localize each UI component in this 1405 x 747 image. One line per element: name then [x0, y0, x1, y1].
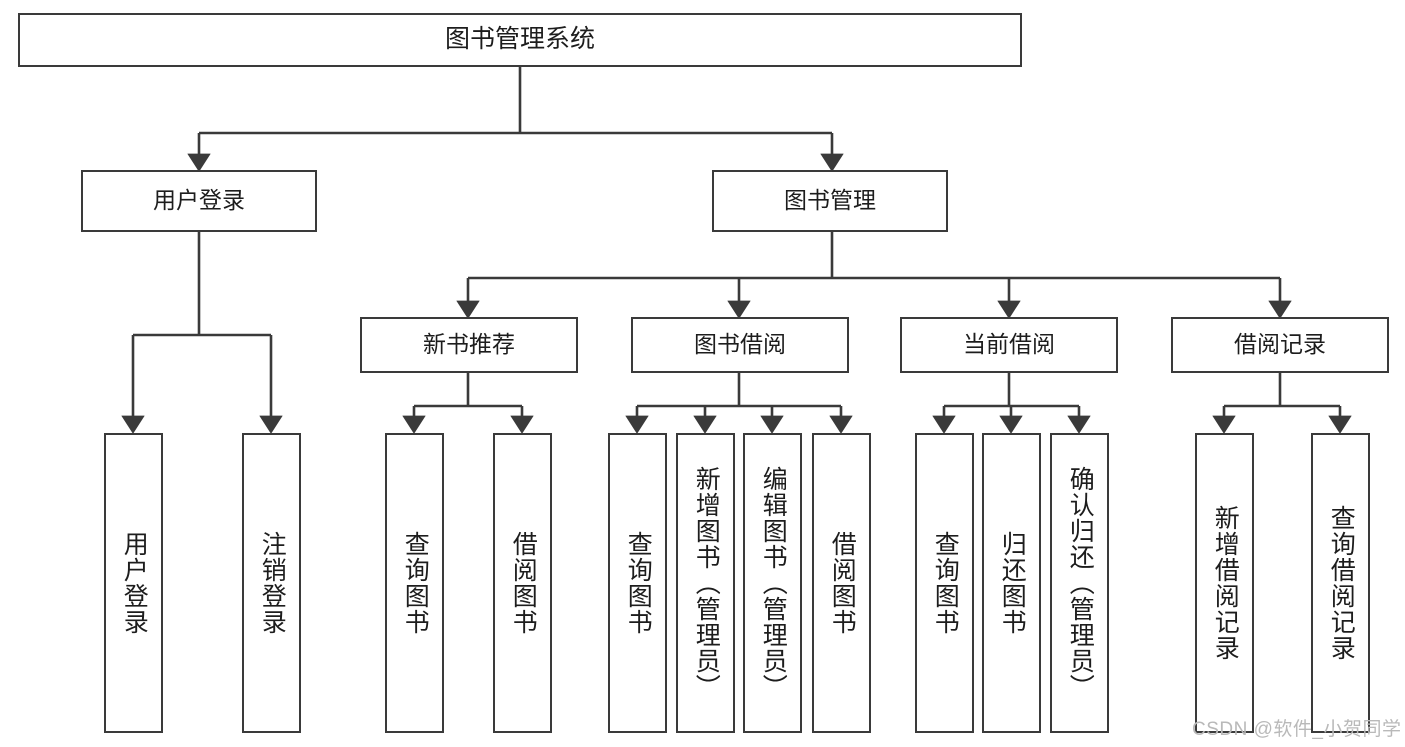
leaf-recommend-borrow-book[interactable]: 借阅图书 [493, 433, 552, 733]
leaf-label: 确认归还（管理员） [1066, 466, 1095, 700]
node-current-borrow[interactable]: 当前借阅 [900, 317, 1118, 373]
node-borrow-record[interactable]: 借阅记录 [1171, 317, 1389, 373]
leaf-recommend-query-book[interactable]: 查询图书 [385, 433, 444, 733]
leaf-label: 编辑图书（管理员） [759, 466, 788, 700]
node-user-login[interactable]: 用户登录 [81, 170, 317, 232]
node-root-system[interactable]: 图书管理系统 [18, 13, 1022, 67]
leaf-label: 归还图书 [998, 531, 1027, 635]
leaf-label: 用户登录 [120, 531, 149, 635]
leaf-current-query-book[interactable]: 查询图书 [915, 433, 974, 733]
leaf-borrow-query-book[interactable]: 查询图书 [608, 433, 667, 733]
leaf-label: 查询图书 [931, 531, 960, 635]
leaf-current-confirm-return-admin[interactable]: 确认归还（管理员） [1050, 433, 1109, 733]
leaf-user-login-signin[interactable]: 用户登录 [104, 433, 163, 733]
leaf-label: 新增图书（管理员） [692, 466, 721, 700]
leaf-label: 新增借阅记录 [1211, 505, 1240, 661]
node-book-management[interactable]: 图书管理 [712, 170, 948, 232]
leaf-label: 注销登录 [258, 531, 287, 635]
leaf-borrow-add-book-admin[interactable]: 新增图书（管理员） [676, 433, 735, 733]
leaf-borrow-borrow-book[interactable]: 借阅图书 [812, 433, 871, 733]
leaf-record-add-record[interactable]: 新增借阅记录 [1195, 433, 1254, 733]
leaf-label: 借阅图书 [509, 531, 538, 635]
leaf-label: 查询借阅记录 [1327, 505, 1356, 661]
leaf-record-query-record[interactable]: 查询借阅记录 [1311, 433, 1370, 733]
leaf-borrow-edit-book-admin[interactable]: 编辑图书（管理员） [743, 433, 802, 733]
leaf-label: 借阅图书 [828, 531, 857, 635]
leaf-user-login-signout[interactable]: 注销登录 [242, 433, 301, 733]
leaf-label: 查询图书 [624, 531, 653, 635]
leaf-current-return-book[interactable]: 归还图书 [982, 433, 1041, 733]
leaf-label: 查询图书 [401, 531, 430, 635]
watermark-text: CSDN @软件_小贺同学 [1192, 719, 1402, 740]
node-new-book-recommend[interactable]: 新书推荐 [360, 317, 578, 373]
node-book-borrow[interactable]: 图书借阅 [631, 317, 849, 373]
